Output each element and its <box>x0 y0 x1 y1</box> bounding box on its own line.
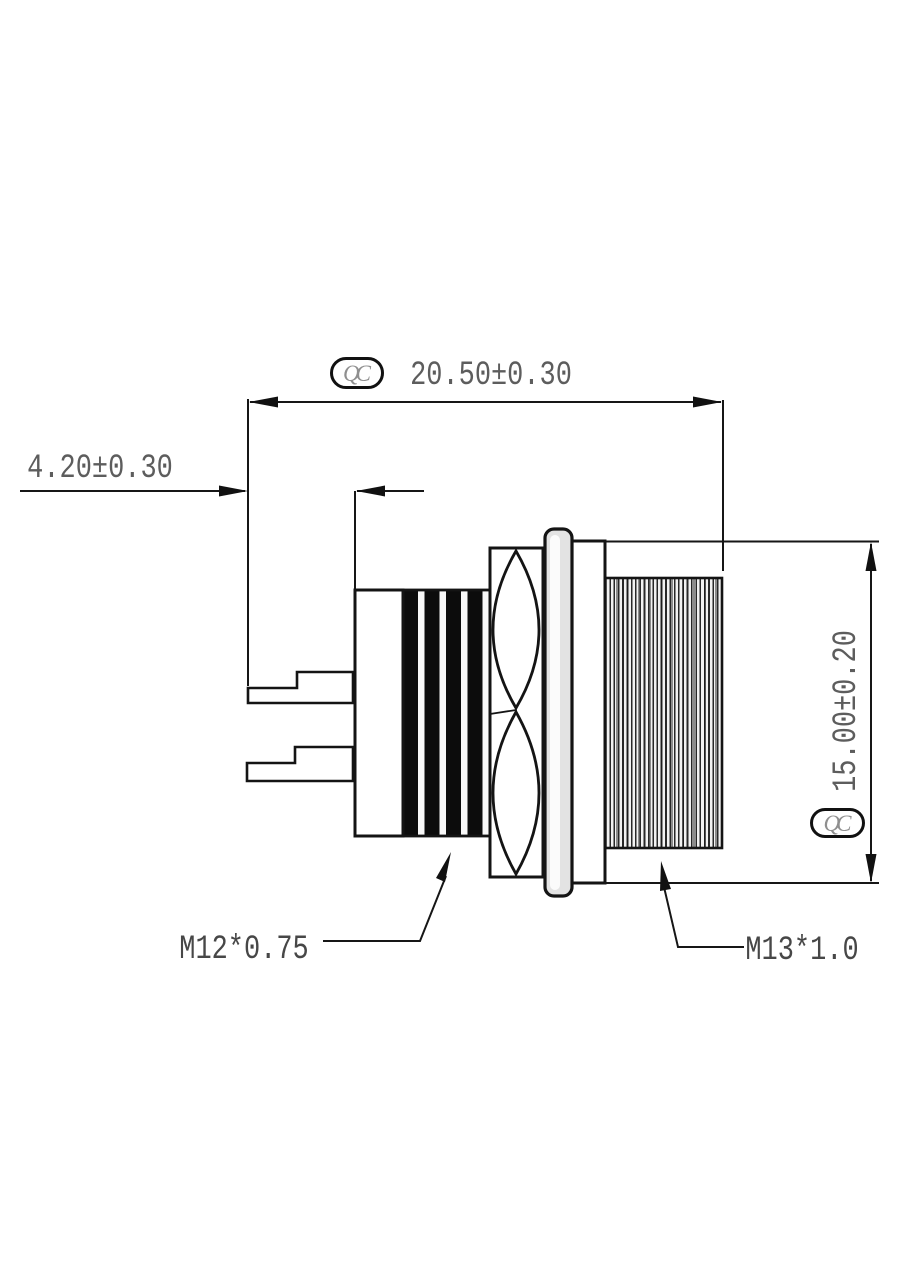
dim-text-overall-length: 20.50±0.30 <box>410 355 572 395</box>
lower-solder-pin <box>245 745 355 783</box>
m12-thread-hatch <box>403 590 490 836</box>
arrow-overall-left <box>249 396 278 408</box>
arrow-pin-left <box>219 485 248 497</box>
m13-thread-outline <box>603 576 724 850</box>
arrow-leader-m12 <box>436 852 451 882</box>
mounting-collar-outline <box>568 539 607 885</box>
arrow-diameter-top <box>865 542 877 571</box>
washer-highlight <box>550 535 560 890</box>
hex-facet-midline <box>488 708 518 716</box>
qc-stamp-right-text: QC <box>823 810 852 836</box>
arrow-diameter-bottom <box>865 854 877 883</box>
arrow-pin-right <box>356 485 385 497</box>
thread-label-m13: M13*1.0 <box>745 930 859 970</box>
dim-text-flange-diameter: 15.00±0.20 <box>826 630 866 792</box>
arrow-leader-m13 <box>660 861 671 891</box>
rear-housing-outline <box>353 588 405 838</box>
leader-m12 <box>323 875 447 942</box>
m13-thread-hatch <box>605 578 722 848</box>
leader-m13 <box>663 886 744 948</box>
qc-stamp-top-text: QC <box>343 360 371 386</box>
qc-stamp-right: QC <box>810 808 865 838</box>
upper-solder-pin <box>246 670 355 705</box>
m12-thread-outline <box>401 588 492 838</box>
arrow-overall-right <box>693 396 722 408</box>
hex-facet-upper <box>491 548 541 711</box>
hex-facet-lower <box>491 709 541 877</box>
qc-stamp-top: QC <box>330 357 384 389</box>
dim-text-pin-protrusion: 4.20±0.30 <box>27 448 173 488</box>
thread-label-m12: M12*0.75 <box>179 929 309 969</box>
